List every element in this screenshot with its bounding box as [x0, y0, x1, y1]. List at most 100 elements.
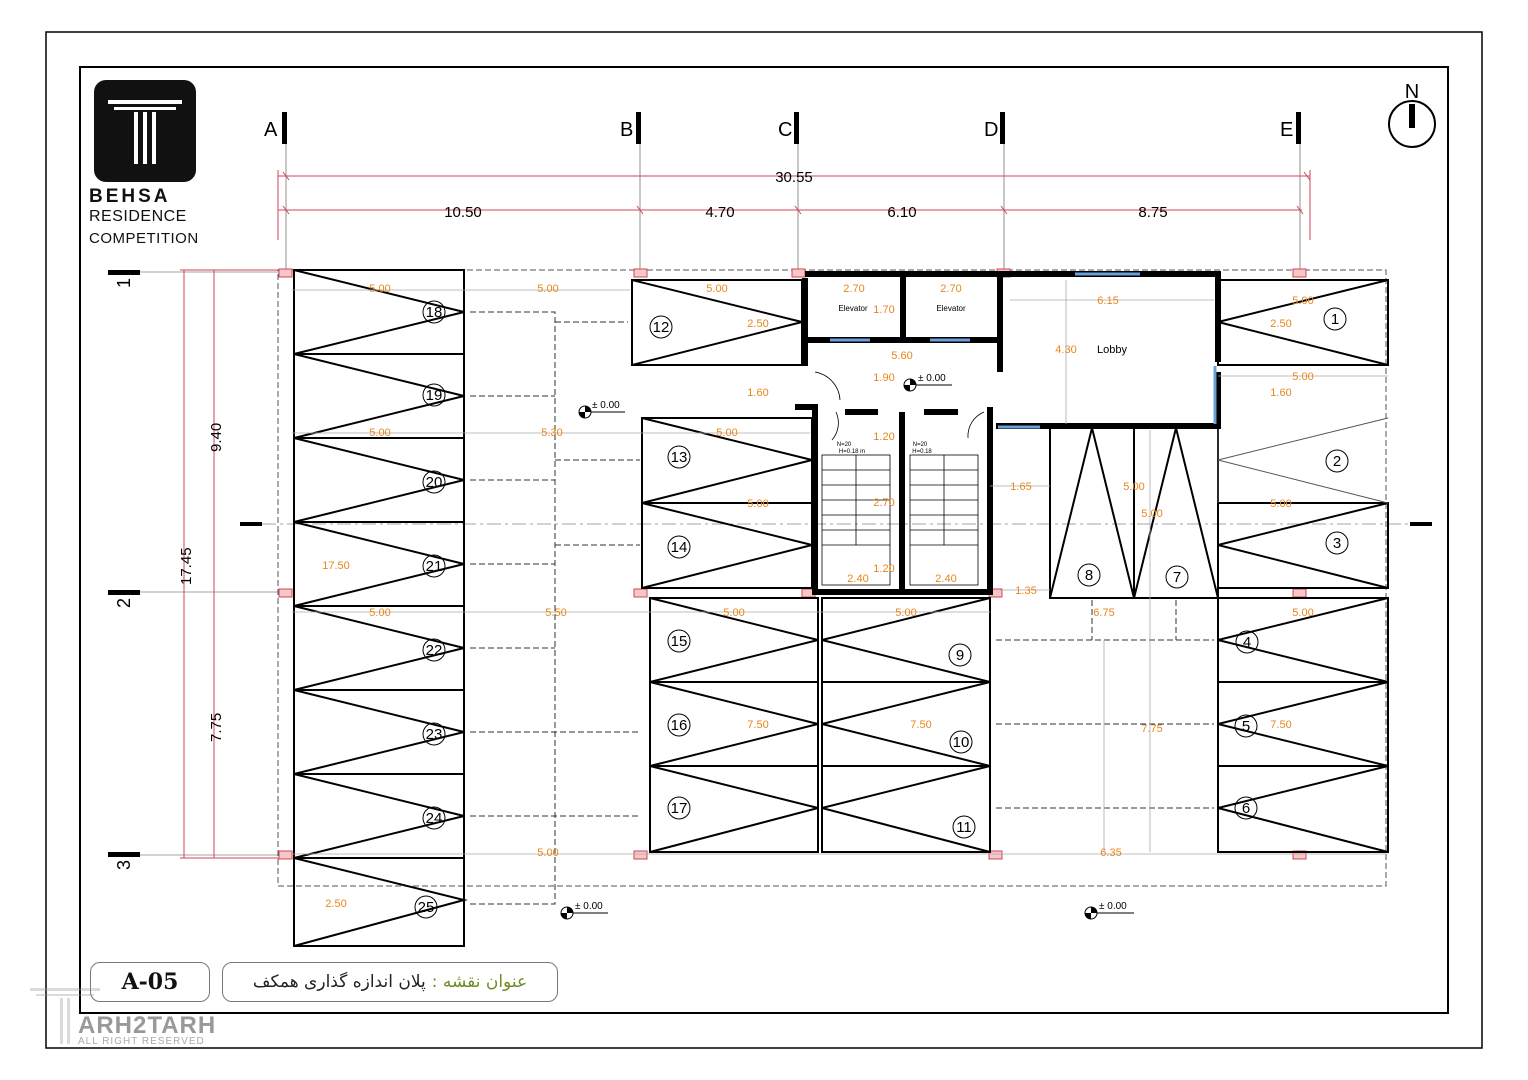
sheet-title: عنوان نقشه : پلان اندازه گذاری همکف [222, 962, 558, 1002]
site-outline [277, 269, 1387, 887]
lobby-label: Lobby [1097, 344, 1127, 356]
dim-160: 1.60 [747, 387, 768, 399]
dim-120: 1.20 [873, 431, 894, 443]
parking-number-13: 13 [667, 445, 691, 469]
dim-250: 2.50 [1270, 318, 1291, 330]
grid-row-markers [108, 270, 1432, 857]
parking-number-12: 12 [649, 315, 673, 339]
dim-500: 5.00 [895, 607, 916, 619]
parking-number-8: 8 [1077, 563, 1101, 587]
inner-dimensions: 5.00 5.00 5.00 5.00 2.50 2.50 5.00 1.60 … [322, 283, 1313, 910]
svg-text:24: 24 [426, 810, 443, 827]
parking-number-7: 7 [1165, 565, 1189, 589]
dim-750: 7.50 [910, 719, 931, 731]
parking-number-4: 4 [1235, 630, 1259, 654]
north-label: N [1405, 81, 1419, 103]
dim-560: 5.60 [891, 350, 912, 362]
parking-15-17 [649, 597, 819, 853]
parking-number-15: 15 [667, 629, 691, 653]
svg-text:13: 13 [671, 449, 688, 466]
grid-column-labels: A B C D E [264, 119, 1293, 141]
svg-text:8: 8 [1085, 567, 1093, 584]
stair-2-h: H=0.18 [912, 449, 932, 455]
parking-number-3: 3 [1325, 531, 1349, 555]
parking-number-1: 1 [1323, 307, 1347, 331]
dim-500: 5.00 [723, 607, 744, 619]
parking-left-column [293, 269, 468, 947]
grid-label-A: A [264, 119, 278, 141]
sheet-title-label: عنوان نقشه : [431, 972, 528, 992]
svg-text:± 0.00: ± 0.00 [1099, 901, 1127, 912]
level-marker-4: ± 0.00 [1084, 901, 1134, 920]
svg-text:10: 10 [953, 734, 970, 751]
dim-165: 1.65 [1010, 481, 1031, 493]
dim-span-cd: 6.10 [887, 204, 916, 221]
sheet-title-value: پلان اندازه گذاری همکف [252, 972, 426, 992]
room-labels: Elevator Elevator Lobby N=20 H=0.18 m N=… [837, 304, 1128, 455]
dim-550: 5.50 [545, 607, 566, 619]
watermark-name: ARH2TARH [78, 1012, 217, 1039]
parking-number-20: 20 [422, 470, 446, 494]
parking-number-19: 19 [422, 383, 446, 407]
dim-615: 6.15 [1097, 295, 1118, 307]
sheet-number: A-05 [90, 962, 210, 1002]
stair-2-n: N=20 [913, 442, 928, 448]
grid-column-markers [282, 112, 1301, 144]
circulation-arrows [470, 311, 1214, 905]
dim-500: 5.00 [1123, 481, 1144, 493]
elevator-1-label: Elevator [838, 304, 868, 313]
parking-2 [1217, 417, 1389, 504]
dim-500: 5.00 [1270, 498, 1291, 510]
svg-text:19: 19 [426, 387, 443, 404]
svg-text:± 0.00: ± 0.00 [592, 400, 620, 411]
inner-dimension-lines [292, 280, 1388, 855]
dim-500: 5.00 [716, 427, 737, 439]
dimension-text-left: 17.45 9.40 7.75 [178, 423, 225, 742]
grid-label-2: 2 [114, 598, 134, 608]
stair-1-n: N=20 [837, 442, 852, 448]
dim-500: 5.00 [706, 283, 727, 295]
parking-number-14: 14 [667, 535, 691, 559]
svg-text:21: 21 [426, 558, 443, 575]
dim-span-de: 8.75 [1138, 204, 1167, 221]
dim-500: 5.00 [537, 847, 558, 859]
dimension-text-top: 30.55 10.50 4.70 6.10 8.75 [444, 169, 1167, 221]
svg-text:± 0.00: ± 0.00 [918, 373, 946, 384]
grid-columns [285, 140, 1301, 272]
level-marker-2: ± 0.00 [903, 373, 952, 392]
brand-line-1: BEHSA [89, 186, 171, 207]
grid-label-1: 1 [114, 278, 134, 288]
brand-line-2: RESIDENCE [89, 208, 187, 225]
dim-120: 1.20 [873, 563, 894, 575]
dimension-ticks-top [282, 171, 1311, 215]
grid-label-B: B [620, 119, 633, 141]
dim-250: 2.50 [747, 318, 768, 330]
svg-text:2: 2 [1333, 453, 1341, 470]
column-logo-icon [108, 100, 182, 164]
dim-635: 6.35 [1100, 847, 1121, 859]
dim-500: 5.00 [369, 607, 390, 619]
svg-text:± 0.00: ± 0.00 [575, 901, 603, 912]
dimension-lines-left [180, 269, 286, 859]
windows [830, 272, 1217, 429]
dim-500: 5.00 [1292, 295, 1313, 307]
svg-text:12: 12 [653, 319, 670, 336]
level-markers: ± 0.00 ± 0.00 ± 0.00 ± 0.00 [560, 373, 1134, 920]
parking-number-6: 6 [1234, 796, 1258, 820]
dim-1750: 17.50 [322, 560, 350, 572]
svg-text:9: 9 [956, 647, 964, 664]
north-arrow-icon: N [1388, 81, 1436, 148]
dimension-lines-top [277, 170, 1311, 240]
dim-500: 5.00 [1292, 607, 1313, 619]
dim-750: 7.50 [747, 719, 768, 731]
dim-vertical-total: 17.45 [178, 547, 195, 585]
parking-number-9: 9 [948, 643, 972, 667]
brand-logo [94, 80, 196, 182]
svg-text:5: 5 [1242, 718, 1250, 735]
dim-240: 2.40 [935, 573, 956, 585]
dim-270: 2.70 [873, 497, 894, 509]
dim-vertical-12: 9.40 [208, 423, 225, 452]
dim-500: 5.00 [537, 283, 558, 295]
parking-9-11 [821, 597, 991, 853]
